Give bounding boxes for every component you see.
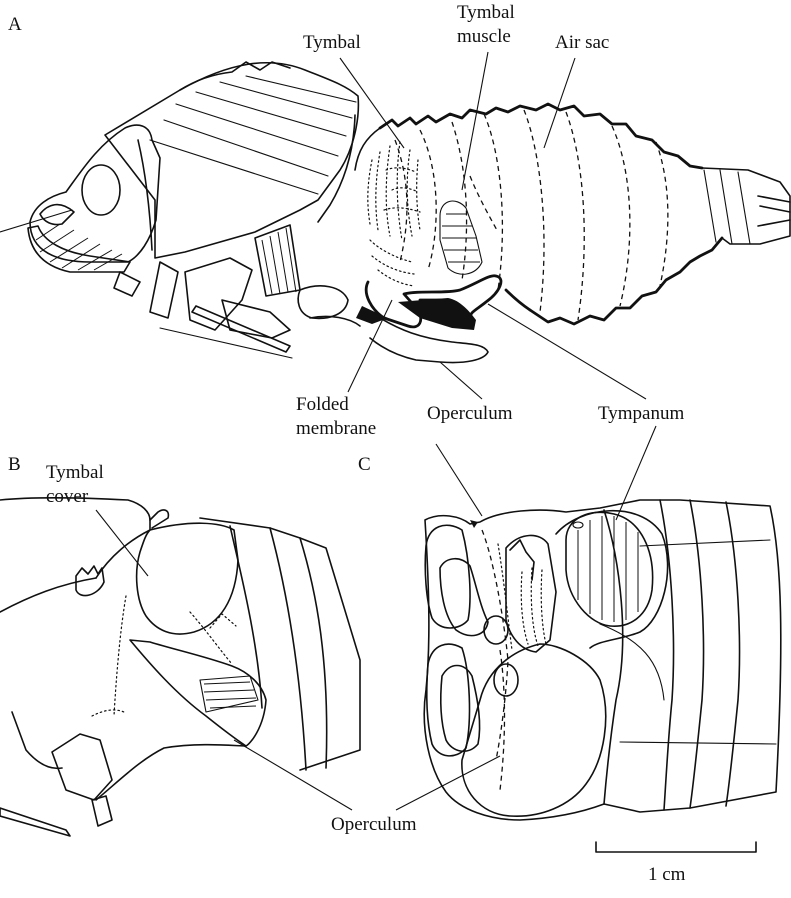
label-air-sac: Air sac: [555, 32, 609, 53]
label-tymbal: Tymbal: [303, 32, 361, 53]
coxa-b: [52, 734, 112, 800]
label-tymbal-cover-line1: Tymbal: [46, 462, 104, 483]
trochanter: [298, 286, 348, 318]
panel-b-drawing: B: [0, 454, 360, 836]
rostrum-tip: [160, 328, 292, 358]
abdomen-outline-b: [200, 518, 360, 770]
thorax-front-edge: [138, 140, 152, 250]
abdomen-ventral-edge: [530, 238, 722, 324]
ovipositor: [758, 196, 790, 226]
compound-eye: [82, 165, 120, 215]
operculum-c: [462, 644, 606, 816]
label-tymbal-muscle-line2: muscle: [457, 26, 511, 47]
tymbal-front: [355, 128, 380, 170]
tip-segment-2: [720, 170, 732, 244]
air-sac-dashed-segments: [395, 110, 668, 320]
operculum-bc-labels: Operculum: [234, 740, 500, 835]
leader-operculum-b: [234, 740, 352, 810]
segment-line-b1: [230, 526, 262, 708]
tip-segment-1: [704, 170, 716, 242]
leader-tymbal-muscle: [462, 52, 488, 190]
panel-b-labels: Tymbal cover: [46, 462, 148, 576]
segment-cross-lines-c: [620, 540, 776, 744]
leader-operculum-c: [396, 756, 500, 810]
scale-bar-line: [596, 842, 756, 852]
front-coxa: [150, 262, 178, 318]
abdomen-ventral-join: [506, 290, 530, 310]
leader-tympanum: [488, 304, 646, 399]
body-outline-c: [424, 500, 781, 820]
panel-a-drawing: A: [0, 14, 790, 363]
segment-line-b2: [270, 528, 306, 770]
dotted-line-b1: [114, 596, 126, 716]
dotted-line-b2: [190, 612, 232, 664]
spiracle-c: [573, 522, 583, 528]
tymbal-cover-edge: [96, 520, 150, 578]
coxa-c-upper-outer: [425, 525, 470, 628]
tympanum-frame-c: [556, 511, 668, 648]
tymbal-cover-b: [137, 523, 238, 634]
dotted-line-b4: [92, 710, 124, 716]
panel-a-labels: Tymbal Tymbal muscle Air sac Folded memb…: [296, 2, 684, 439]
lateral-sclerite: [255, 225, 300, 296]
abdomen-dorsal-edge: [380, 104, 702, 168]
tympanum-c-hatching: [578, 516, 638, 622]
panel-c-drawing: C: [358, 454, 781, 820]
panel-a-label: A: [8, 14, 22, 35]
label-operculum-a: Operculum: [427, 403, 513, 424]
muscle-tendon: [470, 176, 498, 232]
coxa-c-lower-outer: [427, 644, 470, 756]
femur-b: [92, 796, 112, 826]
rostrum-b: [0, 808, 70, 836]
leader-folded-membrane-to-c: [436, 444, 482, 516]
membrane-fold-black: [356, 306, 388, 324]
tymbal-ribs: [368, 142, 420, 286]
label-folded-membrane-line1: Folded: [296, 394, 349, 415]
segment-line-c4: [726, 502, 740, 806]
scale-bar: 1 cm: [596, 842, 756, 885]
tympanum-b-hatching: [204, 682, 256, 708]
postclypeus: [28, 226, 130, 272]
leader-tympanum-to-c: [616, 426, 656, 520]
segment-line-c3: [690, 500, 704, 808]
label-folded-membrane-line2: membrane: [296, 418, 376, 439]
lateral-sclerite-stripes: [262, 228, 296, 294]
segment-line-c2: [660, 500, 674, 810]
panel-b-label: B: [8, 454, 21, 475]
rostrum: [192, 306, 290, 352]
antenna-line: [0, 210, 72, 232]
label-tymbal-cover-line2: cover: [46, 486, 89, 507]
coxa-c-lower-inner: [441, 666, 480, 752]
tymbal-cover-tip: [150, 510, 168, 528]
panel-c-label: C: [358, 454, 371, 475]
leader-operculum-a: [440, 362, 482, 399]
scale-bar-label: 1 cm: [648, 864, 686, 885]
operculum-b: [130, 640, 266, 746]
tip-segment-3: [738, 172, 750, 244]
segment-line-c1: [604, 510, 623, 804]
small-plate: [114, 272, 140, 296]
tymbal-region-c: [506, 535, 556, 652]
thorax-stripes: [150, 76, 356, 194]
label-tymbal-muscle-line1: Tymbal: [457, 2, 515, 23]
abdomen-front-edge: [318, 115, 355, 222]
label-tympanum: Tympanum: [598, 403, 684, 424]
label-operculum-bc: Operculum: [331, 814, 417, 835]
operculum-b-lower: [96, 745, 246, 800]
abdominal-tip: [702, 168, 790, 244]
tymbal-muscle-hatching: [442, 214, 480, 262]
mid-coxa: [185, 258, 252, 330]
